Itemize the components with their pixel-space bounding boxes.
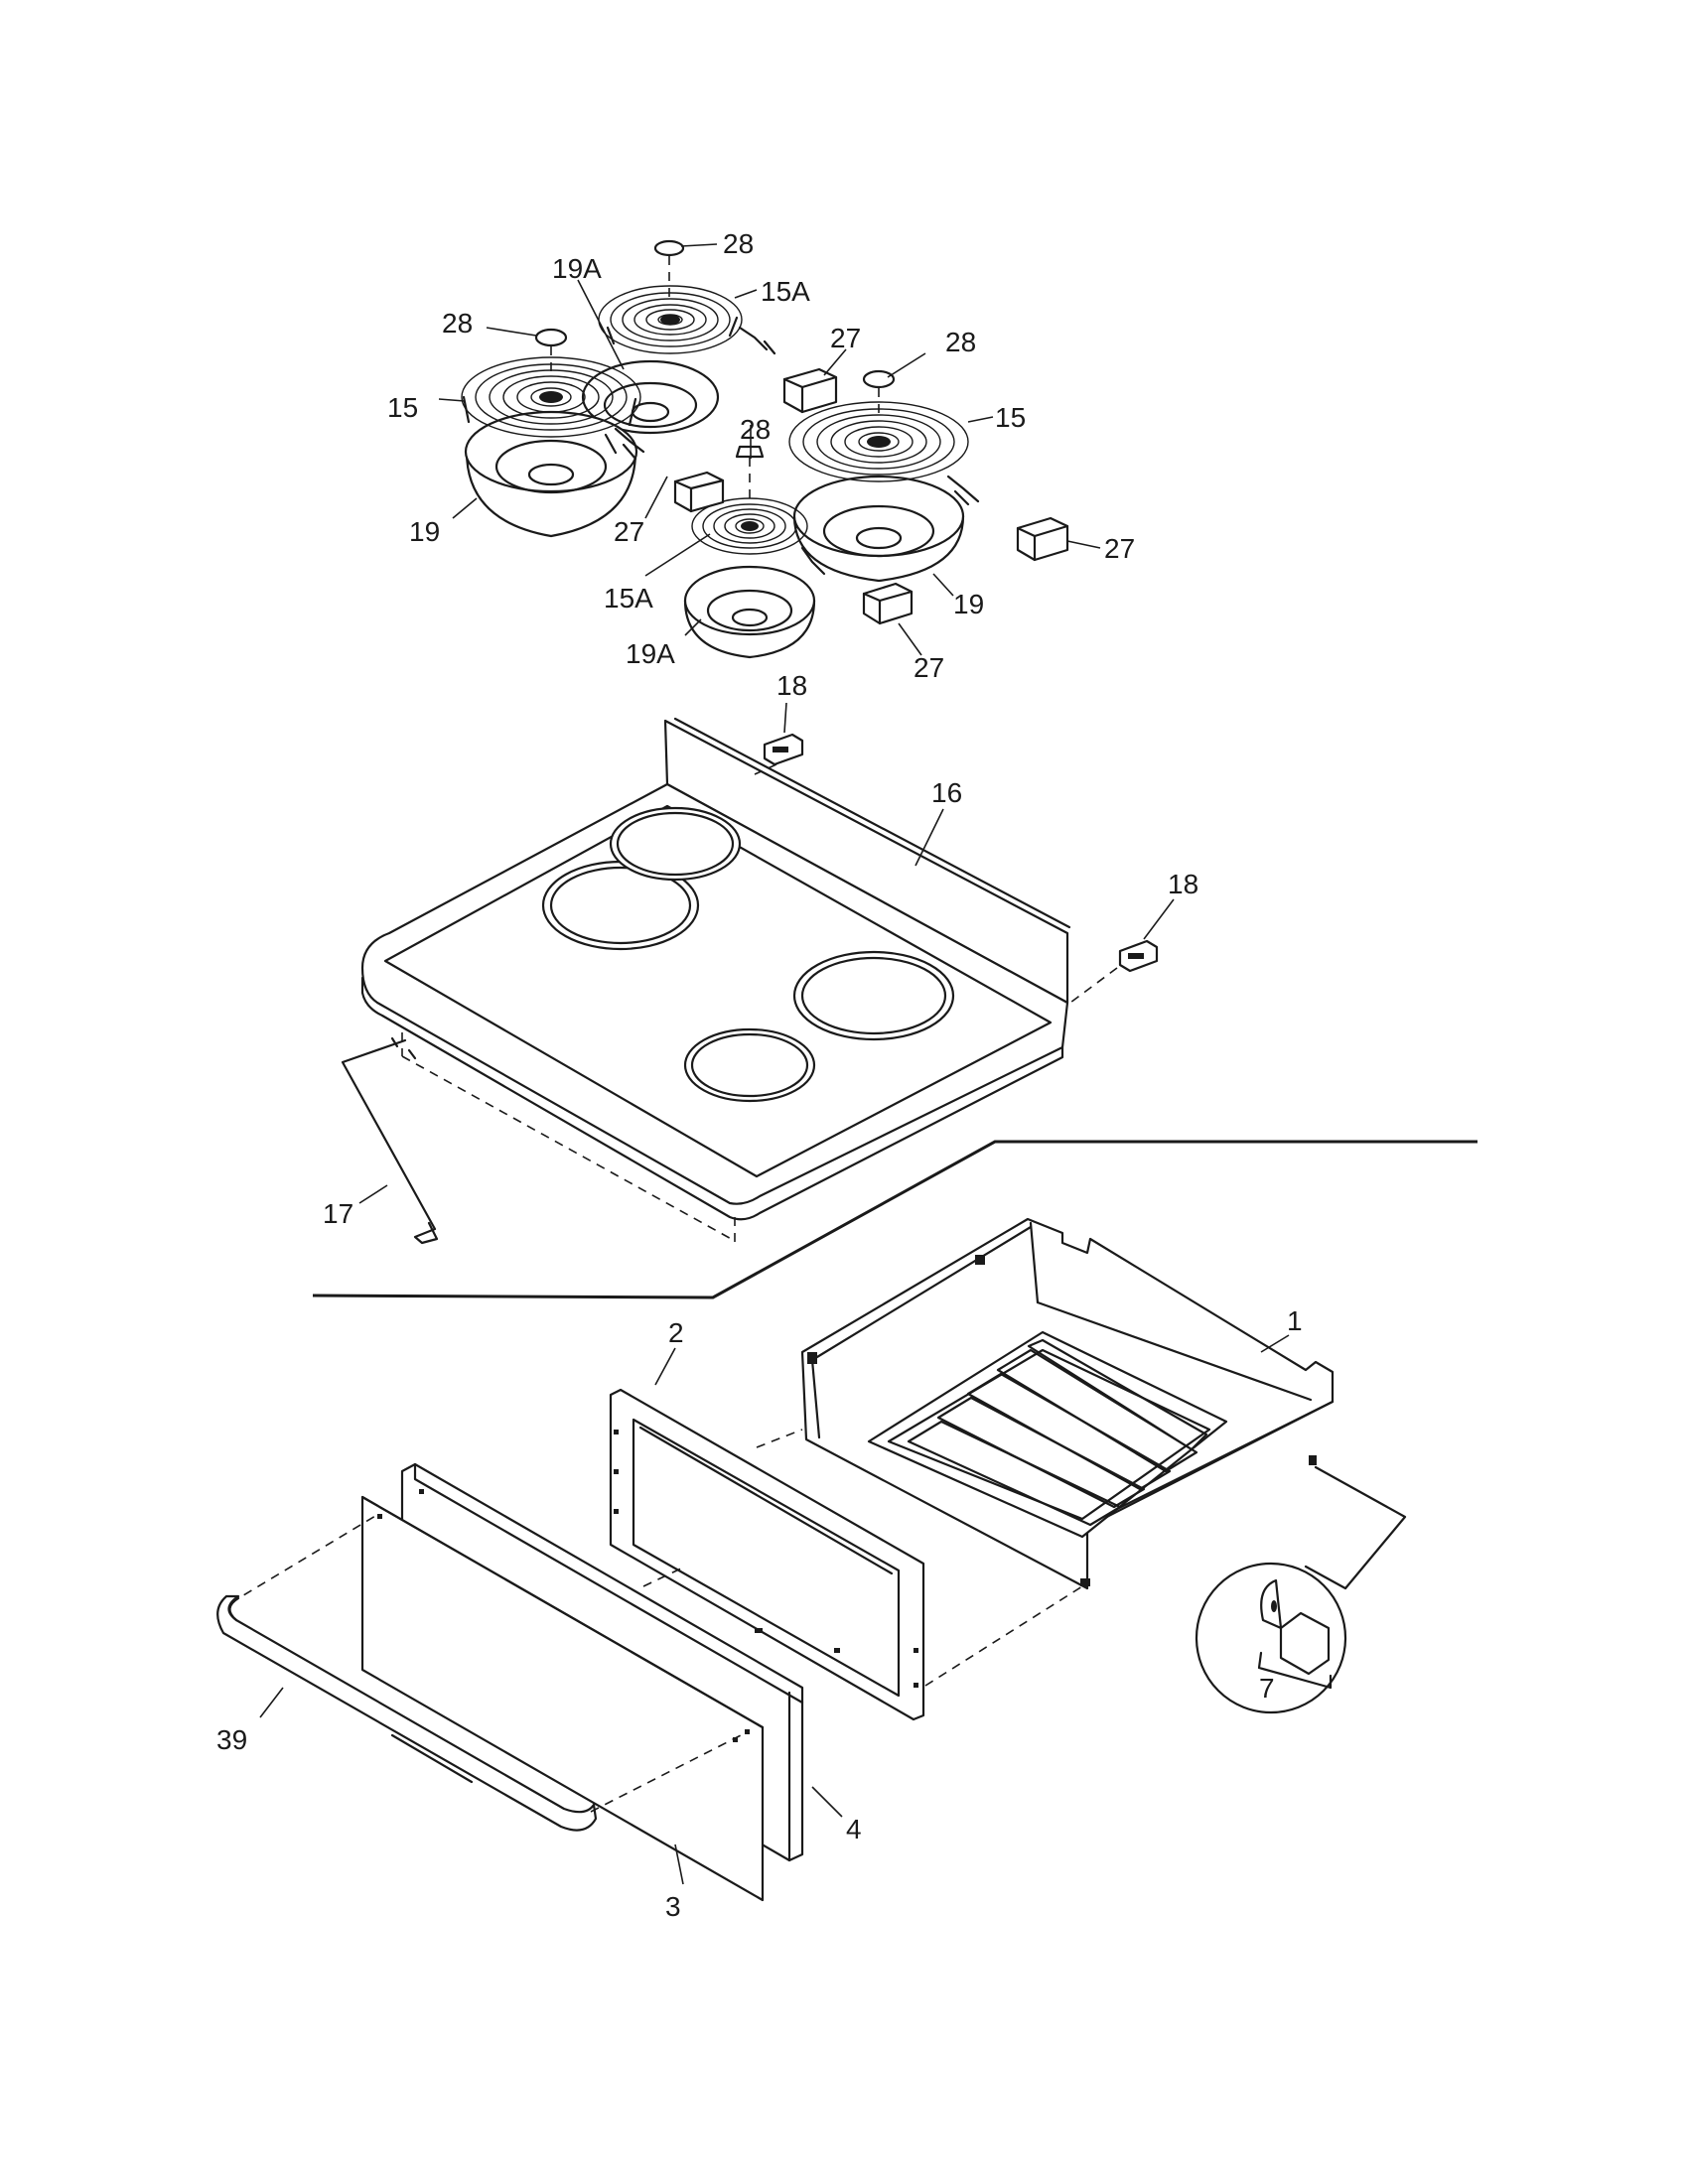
callout-18-back: 18	[776, 670, 807, 701]
callout-15A-top: 15A	[761, 276, 810, 307]
callout-1-drawer-body: 1	[1287, 1305, 1303, 1336]
receptacle-block-b	[673, 471, 725, 513]
section-separator	[312, 1140, 1477, 1299]
hinge-bracket-b	[1069, 939, 1159, 1004]
drawer-group	[216, 1217, 1407, 1902]
callout-18-right: 18	[1168, 869, 1198, 899]
callout-3-outer-panel: 3	[665, 1891, 681, 1922]
surface-element-front-small	[683, 445, 826, 659]
surface-element-left-large	[461, 328, 645, 538]
callout-28-right: 28	[945, 327, 976, 357]
callout-28-back-small: 28	[723, 228, 754, 259]
drawer-front-frame	[609, 1388, 925, 1721]
receptacle-block-d	[862, 582, 914, 625]
callout-15A-bottom: 15A	[604, 583, 653, 614]
callout-27-left: 27	[614, 516, 644, 547]
callout-28-front-small: 28	[740, 414, 771, 445]
surface-element-back-small	[581, 239, 776, 435]
callout-19A-top: 19A	[552, 253, 602, 284]
callout-27-back: 27	[830, 323, 861, 353]
drawer-outer-panel	[360, 1489, 765, 1902]
callout-7-bracket: 7	[1259, 1673, 1275, 1704]
receptacle-block-a	[782, 367, 838, 414]
support-rod	[341, 1036, 439, 1245]
callout-19A-bottom: 19A	[626, 638, 675, 669]
drawer-projection-lines	[229, 1429, 1083, 1813]
callout-39-handle: 39	[216, 1724, 247, 1755]
callout-15-left: 15	[387, 392, 418, 423]
drawer-handle	[216, 1594, 598, 1832]
drawer-body	[800, 1217, 1335, 1590]
hinge-bracket-a	[754, 733, 804, 775]
callout-27-front: 27	[914, 652, 944, 683]
surface-element-right-large	[788, 369, 980, 583]
detail-bracket-circle	[1195, 1465, 1407, 1714]
receptacle-block-c	[1016, 516, 1069, 562]
callout-19-right: 19	[953, 589, 984, 619]
callout-27-right: 27	[1104, 533, 1135, 564]
callout-28-left: 28	[442, 308, 473, 339]
callout-16-cooktop: 16	[931, 777, 962, 808]
cooktop-group	[341, 702, 1175, 1245]
callout-15-right: 15	[995, 402, 1026, 433]
callout-4-inner-panel: 4	[846, 1814, 862, 1844]
callout-17-rod: 17	[323, 1198, 353, 1229]
callout-labels: 28 19A 15A 28 27 28 15 28 15 19 27 27 15…	[216, 228, 1303, 1922]
callout-2-frame: 2	[668, 1317, 684, 1348]
drawer-floor-ribs	[907, 1338, 1208, 1527]
top-leader-lines	[438, 243, 1101, 656]
callout-19-left: 19	[409, 516, 440, 547]
surface-elements-group	[438, 239, 1101, 659]
cooktop-panel	[360, 717, 1071, 1221]
